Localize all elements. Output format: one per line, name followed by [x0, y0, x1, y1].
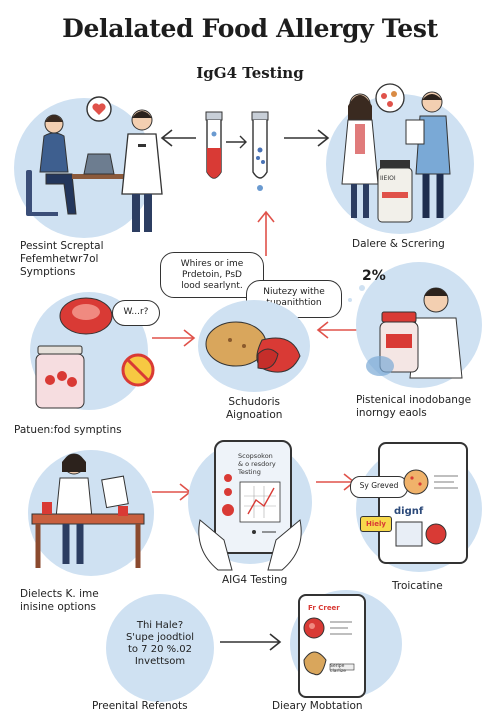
- thi-hale-circle: [106, 594, 214, 702]
- page-title: Delalated Food Allergy Test: [62, 14, 438, 43]
- caption-preenital: Preenital Refenots: [92, 700, 188, 712]
- caption-patient: Pessint Screptal Fefemhetwr7ol Symptions: [20, 240, 104, 278]
- clipboard-illustration: [395, 469, 458, 547]
- arrow-up: [257, 210, 275, 256]
- percent-label: 2%: [362, 268, 386, 284]
- hands-illustration: [198, 519, 302, 571]
- food-illustration: [205, 321, 301, 373]
- caption-dalere: Dalere & Screring: [352, 238, 445, 250]
- caption-aig4: AIG4 Testing: [222, 574, 288, 586]
- arrow-to-schudoris: [152, 329, 196, 347]
- caption-troicatine: Troicatine: [392, 580, 443, 592]
- caption-dielects: Dielects K. ime inisine options: [20, 588, 99, 613]
- patient-illustration: [26, 96, 163, 232]
- dielects-illustration: [31, 453, 145, 568]
- arrow-to-dieary: [220, 633, 282, 651]
- dieary-illustration: [303, 617, 355, 676]
- dieary-phone-label: Seripe clarlize: [330, 664, 346, 674]
- badge-hiely: Hiely: [360, 516, 392, 532]
- symptoms-illustration: [35, 297, 155, 409]
- speech-bubble-wr: W...r?: [112, 300, 160, 326]
- phone-chart: [222, 474, 281, 534]
- caption-symptoms: Patuen:fod symptins: [14, 424, 122, 436]
- caption-pistenical: Pistenical inodobange inorngy eaols: [356, 394, 472, 419]
- jar-label: IIEIOI: [380, 175, 396, 182]
- clipboard: [378, 442, 468, 564]
- clipboard-dignf: dignf: [394, 506, 424, 517]
- pistenical-illustration: [348, 285, 463, 379]
- dieary-phone-header: Fr Creer: [308, 604, 340, 612]
- lab-staff-illustration: [341, 83, 451, 223]
- test-tubes-illustration: [160, 111, 330, 191]
- caption-schudoris: Schudoris Aignoation: [226, 396, 283, 421]
- dieary-phone: Fr Creer: [298, 594, 366, 698]
- caption-dieary: Dieary Mobtation: [272, 700, 363, 712]
- arrow-from-pistenical: [316, 321, 360, 339]
- thi-hale-text: Thi Hale? S'upe joodtiol to 7 20 %.02 In…: [125, 620, 195, 667]
- page-subtitle: IgG4 Testing: [196, 64, 304, 82]
